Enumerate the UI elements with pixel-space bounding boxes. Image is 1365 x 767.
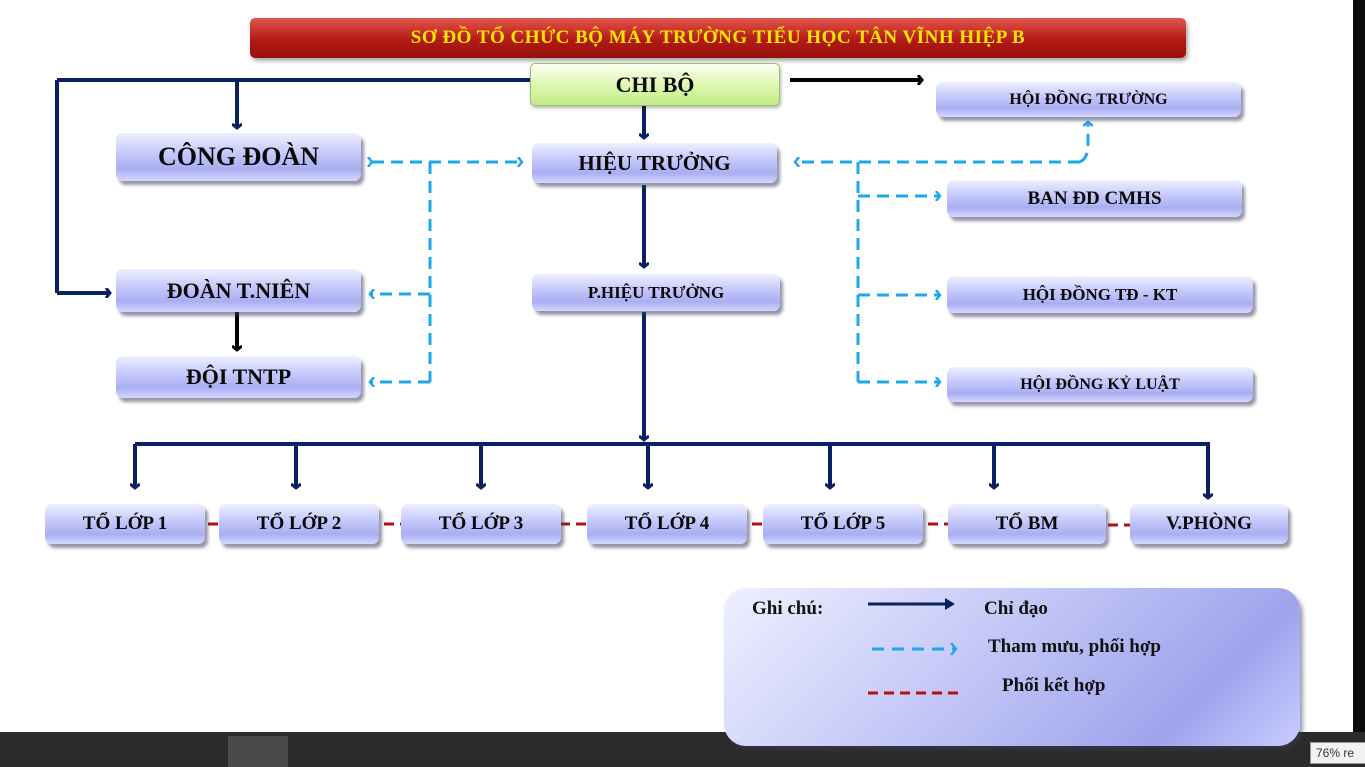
- chi-bo-box: CHI BỘ: [530, 63, 780, 106]
- ban-dd-cmhs-box: BAN ĐD CMHS: [947, 180, 1242, 217]
- hieu-truong-box: HIỆU TRƯỞNG: [532, 143, 777, 183]
- doan-thanh-nien-box: ĐOÀN T.NIÊN: [116, 269, 361, 312]
- unit-to-lop-5-box: TỔ LỚP 5: [763, 504, 923, 544]
- hoi-dong-truong-box: HỘI ĐỒNG TRƯỜNG: [936, 82, 1241, 117]
- unit-to-bm-box: TỔ BM: [948, 504, 1106, 544]
- legend-heading: Ghi chú:: [752, 598, 824, 619]
- legend-panel: Ghi chú: Chỉ đạo Tham mưu, phối hợp Phối…: [724, 588, 1300, 746]
- unit-to-lop-4-box: TỔ LỚP 4: [587, 504, 747, 544]
- legend-direct-label: Chỉ đạo: [984, 598, 1048, 619]
- connector-lines: [55, 0, 1353, 527]
- hoi-dong-td-kt-box: HỘI ĐỒNG TĐ - KT: [947, 276, 1253, 313]
- zoom-indicator[interactable]: 76% re: [1310, 742, 1365, 764]
- direct-lines: [55, 78, 1210, 498]
- legend-coordinate-label: Phối kết hợp: [1002, 675, 1106, 696]
- cong-doan-box: CÔNG ĐOÀN: [116, 133, 361, 181]
- toolbar-tab[interactable]: [228, 736, 288, 767]
- unit-to-lop-2-box: TỔ LỚP 2: [219, 504, 379, 544]
- unit-to-lop-3-box: TỔ LỚP 3: [401, 504, 561, 544]
- unit-to-lop-1-box: TỔ LỚP 1: [45, 504, 205, 544]
- pho-hieu-truong-box: P.HIỆU TRƯỞNG: [532, 274, 780, 311]
- doi-tntp-box: ĐỘI TNTP: [116, 356, 361, 398]
- legend-advise-label: Tham mưu, phối hợp: [988, 636, 1161, 657]
- black-lines: [237, 80, 922, 350]
- unit-van-phong-box: V.PHÒNG: [1130, 504, 1288, 544]
- hoi-dong-ky-luat-box: HỘI ĐỒNG KỶ LUẬT: [947, 367, 1253, 402]
- diagram-title: SƠ ĐỒ TỔ CHỨC BỘ MÁY TRƯỜNG TIỂU HỌC TÂN…: [250, 18, 1186, 58]
- legend-samples: [868, 598, 960, 695]
- window-edge: [1353, 0, 1365, 740]
- advise-lines: [370, 122, 1088, 382]
